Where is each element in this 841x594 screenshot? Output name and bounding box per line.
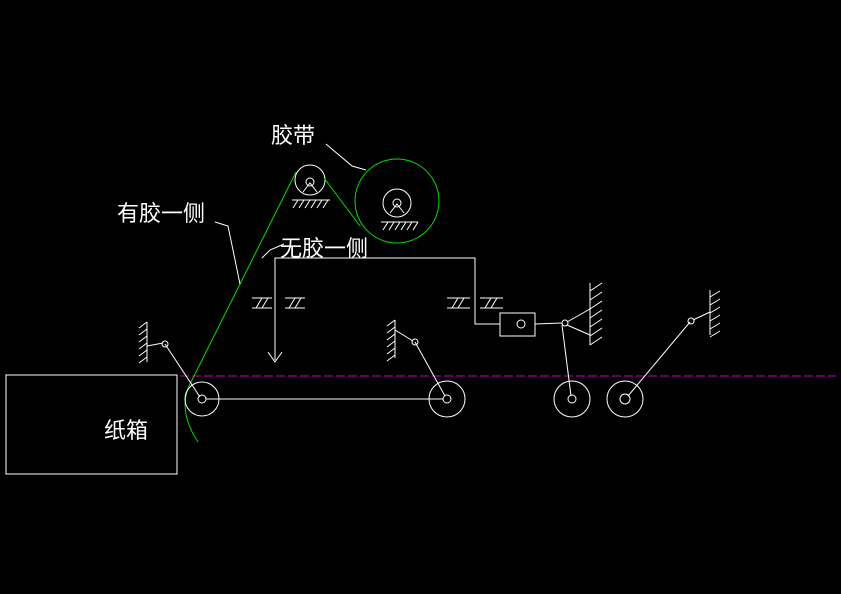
guide-pulley [294,164,326,196]
cutter-roller-pin [567,394,577,404]
carton-box [5,374,178,475]
final-roller-pin [619,393,631,405]
tape-roll-ground [381,221,419,231]
carton-label: 纸箱 [104,419,148,444]
cutter-roller [553,380,591,418]
guide-pulley-ground [292,199,330,209]
frame-rod [267,257,500,363]
adhesive-side-label: 有胶一侧 [117,202,205,227]
tape-roll-hub [382,188,412,218]
slider-block [499,312,536,337]
front-arm [138,321,201,398]
final-arm [627,290,721,397]
rear-roller-pin [442,394,452,404]
left-slide-guides [252,297,305,309]
right-slide-guides [447,297,503,309]
slider-link [534,322,563,325]
non-adhesive-side-leader [261,243,285,259]
tape-roll-support [389,203,405,214]
slider-pin [516,319,526,329]
tape-path [184,171,361,443]
non-adhesive-side-label: 无胶一侧 [280,237,368,262]
tape-roll-pin [392,198,402,208]
guide-pulley-support [302,182,318,193]
guide-pulley-pin [305,177,315,187]
tape-roll [354,158,440,244]
adhesive-side-leader [214,221,241,285]
rear-arm [386,319,446,397]
tape-leader [325,143,367,171]
final-roller [606,380,644,418]
cutter-arm [561,282,603,397]
tape-label: 胶带 [271,124,315,149]
